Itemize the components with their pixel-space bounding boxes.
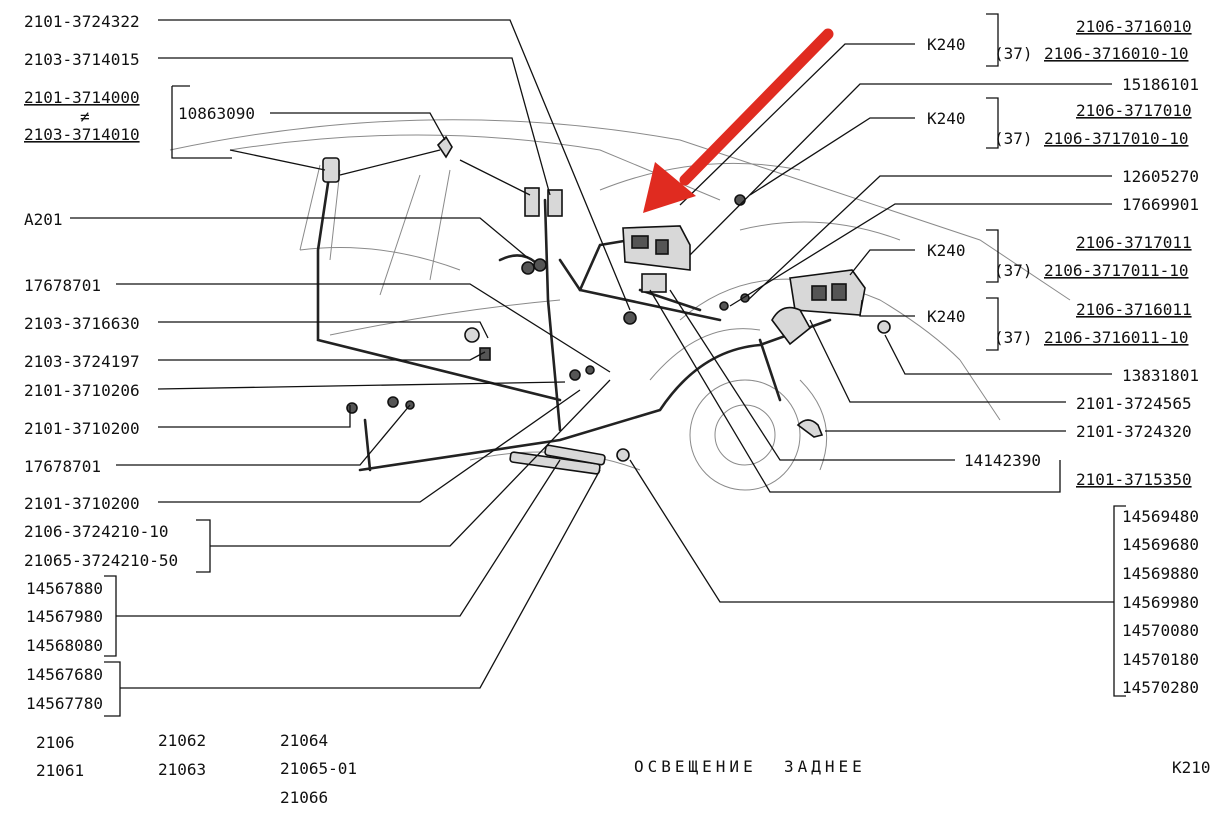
switch-part <box>464 327 480 343</box>
clamp-part-2 <box>585 365 595 375</box>
label-r2: 15186101 <box>1122 75 1199 94</box>
label-r5: 17669901 <box>1122 195 1199 214</box>
label-l7: 2103-3716630 <box>24 314 140 333</box>
label-l12: 2101-3710200 <box>24 494 140 513</box>
label-g1-a: 2106-3716010 <box>1076 17 1192 36</box>
parts <box>322 135 891 475</box>
label-g7-code: K240 <box>927 307 966 326</box>
label-l14b: 14567980 <box>26 607 103 626</box>
label-l1: 2101-3724322 <box>24 12 140 31</box>
label-g7-b: 2106-3716011-10 <box>1044 328 1189 347</box>
label-r11: 14142390 <box>964 451 1041 470</box>
label-g6-a: 2106-3717011 <box>1076 233 1192 252</box>
label-g3-suffix: (37) <box>994 129 1033 148</box>
clip-top-part <box>436 135 453 159</box>
footer-model-1: 2106 <box>36 733 75 752</box>
tie-strap-part-2 <box>544 444 606 466</box>
footer-model-5: 21064 <box>280 731 328 750</box>
footer-model-3: 21062 <box>158 731 206 750</box>
label-l5: A201 <box>24 210 63 229</box>
label-g1-b: 2106-3716010-10 <box>1044 44 1189 63</box>
label-g7-a: 2106-3716011 <box>1076 300 1192 319</box>
label-r13-0: 14569480 <box>1122 507 1199 526</box>
label-l15a: 14567680 <box>26 665 103 684</box>
label-r12: 2101-3715350 <box>1076 470 1192 489</box>
label-g7-suffix: (37) <box>994 328 1033 347</box>
label-r13-4: 14570080 <box>1122 621 1199 640</box>
label-r9: 2101-3724565 <box>1076 394 1192 413</box>
lamp-socket-part <box>547 189 563 217</box>
holder-part <box>616 448 630 462</box>
footer-model-7: 21066 <box>280 788 328 807</box>
footer: 2106 21061 21062 21063 21064 21065-01 21… <box>36 731 1211 807</box>
footer-model-6: 21065-01 <box>280 759 357 778</box>
label-l14a: 14567880 <box>26 579 103 598</box>
leaders-left <box>70 19 631 717</box>
label-l4: 10863090 <box>178 104 255 123</box>
label-l9: 2101-3710206 <box>24 381 140 400</box>
label-l13a: 2106-3724210-10 <box>24 522 169 541</box>
label-g3-b: 2106-3717010-10 <box>1044 129 1189 148</box>
label-g3-code: K240 <box>927 109 966 128</box>
footer-title: ОСВЕЩЕНИЕ ЗАДНЕЕ <box>634 757 866 776</box>
label-l3sep: ≠ <box>80 107 90 126</box>
bushing-part <box>877 320 891 334</box>
label-l11: 17678701 <box>24 457 101 476</box>
label-r13-3: 14569980 <box>1122 593 1199 612</box>
car-body-outline <box>169 119 1071 491</box>
label-r13-1: 14569680 <box>1122 535 1199 554</box>
terminal-part-2 <box>346 402 358 414</box>
wiring-harness <box>316 168 832 472</box>
label-g1-code: K240 <box>927 35 966 54</box>
label-g6-code: K240 <box>927 241 966 260</box>
label-g6-suffix: (37) <box>994 261 1033 280</box>
screw-part <box>734 194 746 206</box>
grommet-part <box>623 311 637 325</box>
washer-part <box>719 301 729 311</box>
label-l3a: 2101-3714000 <box>24 88 140 107</box>
label-g6-b: 2106-3717011-10 <box>1044 261 1189 280</box>
clamp-part-1 <box>569 369 581 381</box>
bracket-right-part <box>796 419 824 438</box>
label-l10: 2101-3710200 <box>24 419 140 438</box>
left-labels: 2101-3724322 2103-3714015 2101-3714000 ≠… <box>24 12 255 713</box>
footer-code: K210 <box>1172 758 1211 777</box>
label-l15b: 14567780 <box>26 694 103 713</box>
label-r8: 13831801 <box>1122 366 1199 385</box>
label-l8: 2103-3724197 <box>24 352 140 371</box>
connector-part <box>524 187 540 217</box>
label-r13-2: 14569880 <box>1122 564 1199 583</box>
label-l13b: 21065-3724210-50 <box>24 551 178 570</box>
label-l14c: 14568080 <box>26 636 103 655</box>
leaders-right <box>629 13 1126 697</box>
footer-model-4: 21063 <box>158 760 206 779</box>
cable-loop-part <box>771 306 812 346</box>
right-labels: K240 2106-3716010 (37) 2106-3716010-10 1… <box>927 17 1199 697</box>
label-r13-6: 14570280 <box>1122 678 1199 697</box>
footer-model-2: 21061 <box>36 761 84 780</box>
label-l6: 17678701 <box>24 276 101 295</box>
label-r10: 2101-3724320 <box>1076 422 1192 441</box>
left-tail-lamp-part <box>622 225 691 271</box>
label-r13-5: 14570180 <box>1122 650 1199 669</box>
label-l3b: 2103-3714010 <box>24 125 140 144</box>
license-lamp-part <box>641 273 667 293</box>
red-arrow-pointer <box>643 28 834 213</box>
label-g3-a: 2106-3717010 <box>1076 101 1192 120</box>
right-tail-lamp-part <box>789 269 866 316</box>
bracket-left-part <box>322 157 340 183</box>
label-r4: 12605270 <box>1122 167 1199 186</box>
label-l2: 2103-3714015 <box>24 50 140 69</box>
a201-part-2 <box>533 258 547 272</box>
terminal-part-1 <box>387 396 399 408</box>
a201-part-1 <box>521 261 535 275</box>
label-g1-suffix: (37) <box>994 44 1033 63</box>
